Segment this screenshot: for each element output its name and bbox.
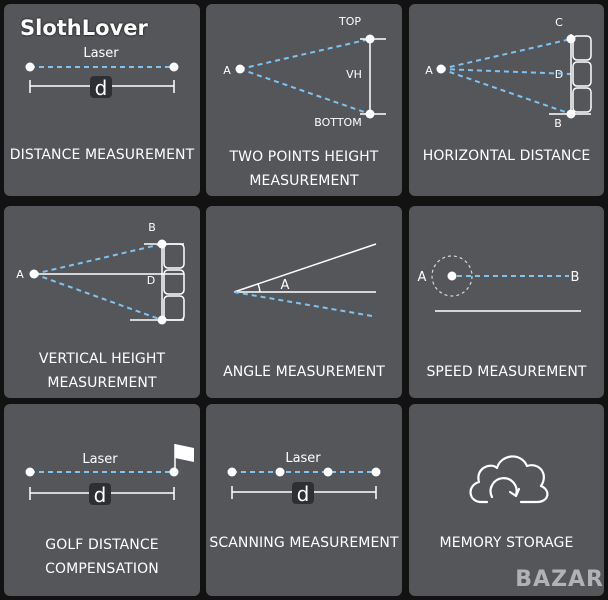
tile-label: VERTICAL HEIGHT MEASUREMENT (38, 351, 166, 391)
tile-label: SCANNING MEASUREMENT (209, 535, 399, 551)
svg-text:B: B (554, 117, 562, 130)
svg-text:C: C (555, 16, 563, 29)
svg-text:Laser: Laser (285, 451, 321, 466)
tile-distance-measurement[interactable]: Laser d DISTANCE MEASUREMENT (4, 4, 200, 196)
tile-label: GOLF DISTANCE COMPENSATION (45, 537, 159, 577)
tile-vertical-height[interactable]: B A D VERTICAL HEIGHT MEASUREMENT (4, 206, 200, 398)
distance-d-label: d (95, 76, 108, 100)
scanning-diagram-icon: Laser d (227, 451, 381, 506)
horizontal-distance-diagram-icon: C B A D (425, 16, 592, 130)
svg-text:A: A (281, 278, 290, 293)
svg-text:B: B (571, 270, 580, 285)
tile-memory-storage[interactable]: MEMORY STORAGE (409, 404, 604, 596)
svg-text:B: B (148, 221, 156, 234)
distance-diagram-icon: Laser d (25, 46, 179, 100)
svg-text:A: A (16, 268, 24, 281)
svg-text:BOTTOM: BOTTOM (314, 116, 361, 129)
angle-diagram-icon: A (233, 243, 377, 317)
svg-text:TOP: TOP (338, 15, 361, 28)
svg-text:Laser: Laser (82, 452, 118, 467)
svg-text:A: A (223, 64, 231, 77)
tile-label: DISTANCE MEASUREMENT (9, 147, 195, 163)
tile-golf-distance-compensation[interactable]: Laser d GOLF DISTANCE COMPENSATION (4, 404, 200, 596)
bazar-watermark: BAZAR (515, 567, 604, 592)
vertical-height-diagram-icon: B A D (16, 221, 185, 325)
laser-label: Laser (83, 46, 119, 61)
tile-angle-measurement[interactable]: A ANGLE MEASUREMENT (206, 206, 402, 398)
svg-text:A: A (425, 64, 433, 77)
tile-label: MEMORY STORAGE (439, 535, 574, 551)
speed-diagram-icon: A B (418, 255, 581, 312)
tile-two-points-height[interactable]: TOP BOTTOM A VH TWO POINTS HEIGHT MEASUR… (206, 4, 402, 196)
svg-text:d: d (94, 483, 107, 507)
tile-label: SPEED MEASUREMENT (426, 364, 587, 380)
slothlover-watermark: SlothLover (20, 16, 148, 40)
golf-distance-diagram-icon: Laser d (25, 444, 194, 507)
two-points-height-diagram-icon: TOP BOTTOM A VH (223, 15, 386, 129)
svg-text:D: D (147, 274, 155, 287)
tile-speed-measurement[interactable]: A B SPEED MEASUREMENT (409, 206, 604, 398)
cloud-upload-icon (469, 455, 549, 504)
tile-label: ANGLE MEASUREMENT (223, 364, 385, 380)
svg-text:d: d (297, 482, 310, 506)
tile-label: TWO POINTS HEIGHT MEASUREMENT (229, 149, 379, 189)
svg-text:VH: VH (346, 68, 362, 81)
tile-scanning-measurement[interactable]: Laser d SCANNING MEASUREMENT (206, 404, 402, 596)
tile-horizontal-distance[interactable]: C B A D HORIZONTAL DISTANCE (409, 4, 604, 196)
svg-text:A: A (418, 270, 427, 285)
tile-label: HORIZONTAL DISTANCE (422, 148, 591, 164)
